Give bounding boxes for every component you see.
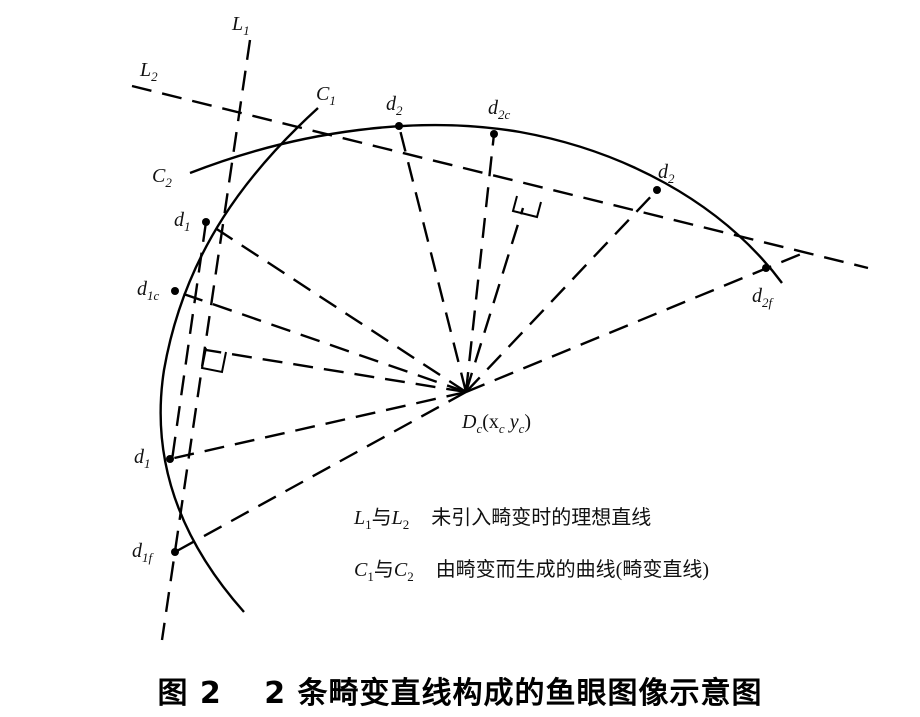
label-d2-right: d2	[658, 161, 675, 186]
right-angle-marker-left	[200, 347, 227, 374]
radial-lines	[169, 125, 807, 554]
label-d2-left: d2	[386, 93, 403, 118]
label-L1: L1	[231, 13, 250, 38]
label-d1-bottom: d1	[134, 446, 151, 471]
label-L2: L2	[139, 59, 158, 84]
label-C1: C1	[316, 83, 336, 108]
label-C2: C2	[152, 165, 172, 190]
label-d1f: d1f	[132, 540, 155, 565]
distorted-curve-C1	[159, 107, 319, 613]
label-d2f: d2f	[752, 285, 775, 310]
points	[166, 122, 770, 556]
label-d1-top: d1	[174, 209, 191, 234]
figure-caption: 图 2 2 条畸变直线构成的鱼眼图像示意图	[157, 676, 763, 711]
label-d1c: d1c	[137, 278, 160, 303]
distorted-curve-C2	[189, 123, 783, 284]
ideal-line-L2	[131, 84, 869, 270]
label-center-Dc: Dc(xc yc)	[461, 411, 531, 436]
label-d2c: d2c	[488, 97, 511, 122]
ideal-line-L1	[160, 39, 252, 641]
right-angle-marker-top	[511, 195, 542, 219]
